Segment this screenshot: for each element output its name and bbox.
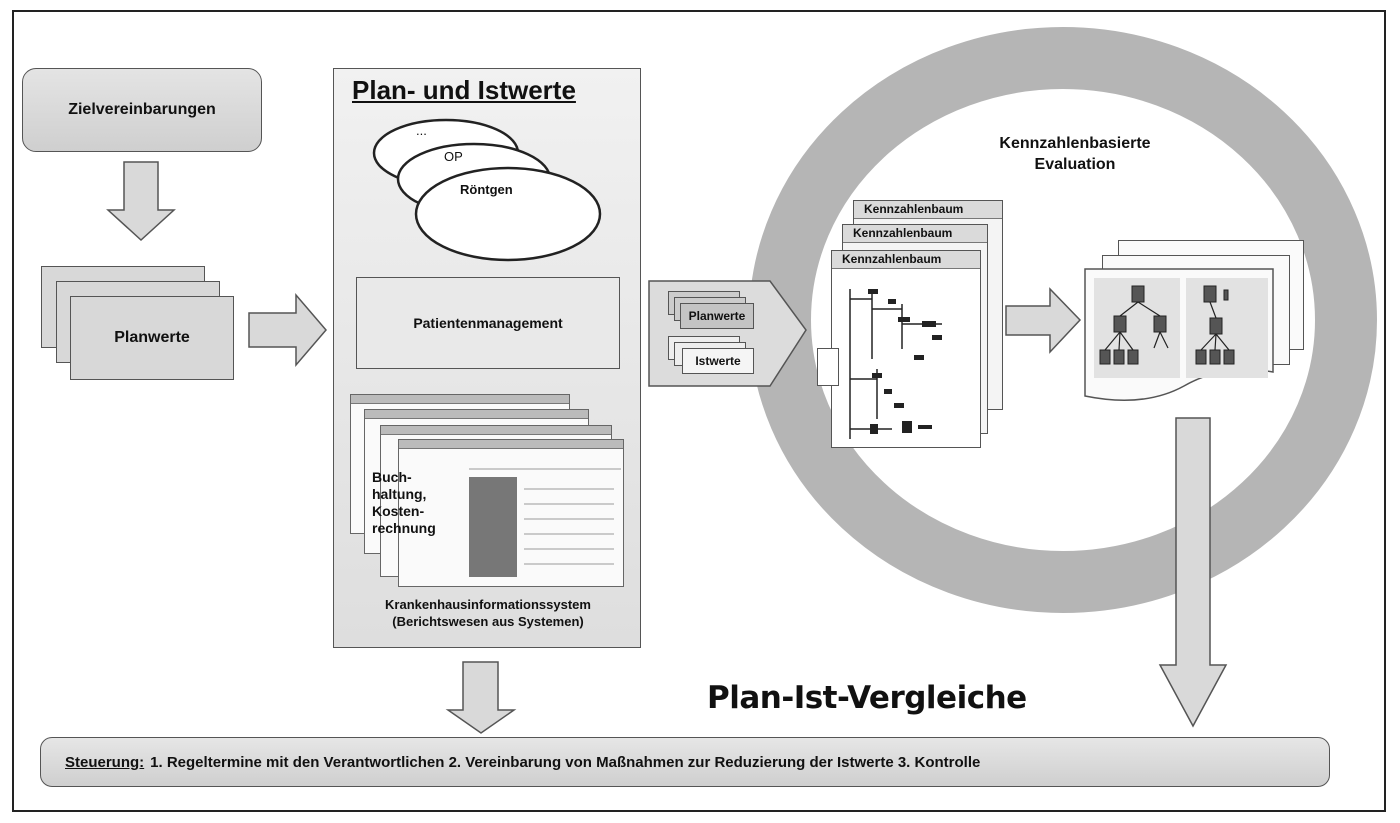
patientenmanagement-box: Patientenmanagement bbox=[356, 277, 620, 369]
kennzahlenbaum-title-2: Kennzahlenbaum bbox=[843, 225, 987, 243]
zielvereinbarungen-label: Zielvereinbarungen bbox=[68, 101, 216, 118]
plan-istwerte-panel: Plan- und Istwerte ... OP Röntgen Patien… bbox=[333, 68, 641, 648]
kis-table-graphic bbox=[469, 468, 621, 577]
buchhaltung-label: Buch- haltung, Kosten- rechnung bbox=[372, 469, 436, 537]
arrow-down-ziel bbox=[106, 161, 176, 242]
kennzahlenbaum-tree-graphic bbox=[849, 289, 942, 439]
arrow-down-compare bbox=[1158, 417, 1228, 728]
kis-caption-line-1: Krankenhausinformationssystem bbox=[385, 597, 591, 612]
kennzahlenbaum-title-1: Kennzahlenbaum bbox=[832, 251, 980, 269]
planwerte-label: Planwerte bbox=[114, 329, 190, 346]
kennzahlenbaum-side-tab bbox=[817, 348, 839, 386]
steuerung-text: 1. Regeltermine mit den Verantwortlichen… bbox=[150, 753, 981, 771]
kis-caption: Krankenhausinformationssystem (Berichtsw… bbox=[334, 596, 642, 630]
ring-label-line-2: Evaluation bbox=[1034, 156, 1116, 173]
plan-ist-vergleiche-title: Plan-Ist-Vergleiche bbox=[707, 680, 1027, 716]
kennzahlenbaum-title-3: Kennzahlenbaum bbox=[854, 201, 1002, 219]
panel-title: Plan- und Istwerte bbox=[352, 75, 576, 105]
ellipse-roentgen bbox=[414, 166, 602, 262]
istwerte-card: Istwerte bbox=[682, 348, 754, 374]
buchhaltung-line-3: Kosten- bbox=[372, 503, 425, 519]
arrow-right-trees bbox=[1005, 287, 1082, 354]
steuerung-label: Steuerung: bbox=[65, 753, 145, 771]
zielvereinbarungen-box: Zielvereinbarungen bbox=[22, 68, 262, 152]
ellipse-stack bbox=[372, 118, 602, 262]
ellipse-label-op: OP bbox=[444, 149, 463, 164]
planwerte-card: Planwerte bbox=[680, 303, 754, 329]
chart-sheet-1 bbox=[1084, 268, 1274, 408]
buchhaltung-line-2: haltung, bbox=[372, 486, 427, 502]
steuerung-box: Steuerung: 1. Regeltermine mit den Veran… bbox=[40, 737, 1330, 787]
chart-sheet-graphic bbox=[1084, 268, 1274, 401]
kis-screen-main bbox=[398, 439, 624, 587]
kis-caption-line-2: (Berichtswesen aus Systemen) bbox=[392, 614, 584, 629]
buchhaltung-line-1: Buch- bbox=[372, 469, 412, 485]
ellipse-label-dots: ... bbox=[416, 123, 427, 138]
planwerte-box: Planwerte bbox=[70, 296, 234, 380]
ellipse-label-roentgen: Röntgen bbox=[460, 182, 513, 197]
buchhaltung-line-4: rechnung bbox=[372, 520, 436, 536]
arrow-down-panel bbox=[445, 661, 517, 734]
ring-label: Kennzahlenbasierte Evaluation bbox=[960, 133, 1190, 175]
kennzahlenbaum-card-1: Kennzahlenbaum bbox=[831, 250, 981, 448]
planwerte-card-label: Planwerte bbox=[688, 309, 746, 323]
istwerte-card-label: Istwerte bbox=[695, 354, 741, 368]
arrow-right-planwerte bbox=[248, 292, 327, 368]
ring-label-line-1: Kennzahlenbasierte bbox=[999, 135, 1151, 152]
patientenmanagement-label: Patientenmanagement bbox=[413, 315, 563, 331]
